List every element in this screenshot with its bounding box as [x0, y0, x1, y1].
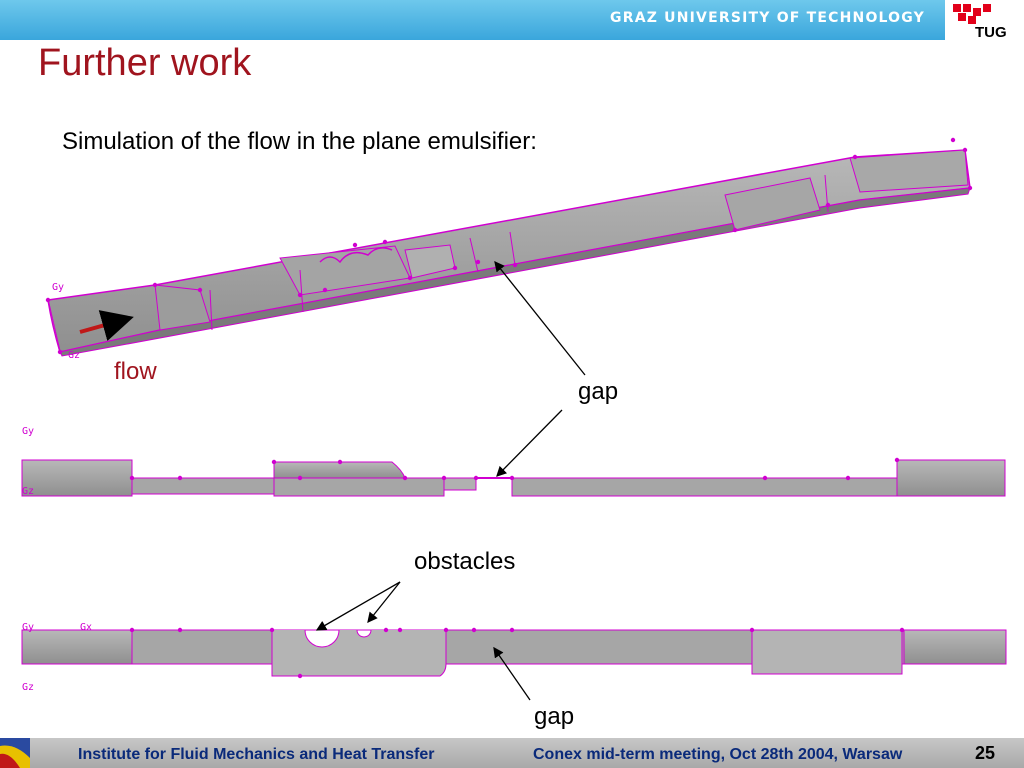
axis-label-gy-2: Gy — [22, 426, 34, 437]
tug-logo: TUG — [945, 0, 1024, 40]
page-number: 25 — [975, 743, 996, 763]
gap-arrow-top-icon — [494, 260, 586, 376]
footer-institute: Institute for Fluid Mechanics and Heat T… — [78, 746, 435, 763]
university-name: GRAZ UNIVERSITY OF TECHNOLOGY — [610, 10, 925, 26]
axis-label-gx-3: Gx — [80, 622, 92, 633]
gap-arrow-bottom-icon — [493, 646, 531, 701]
slide-subtitle: Simulation of the flow in the plane emul… — [62, 128, 537, 155]
emulsifier-figures: Gy Gz Gy Gz — [21, 137, 1007, 701]
annotation-arrows — [315, 260, 586, 701]
top-view: Gy Gx Gz — [21, 622, 1007, 693]
obstacles-label: obstacles — [414, 548, 516, 575]
footer-bar — [0, 738, 1024, 768]
axis-label-gz-2: Gz — [22, 486, 34, 497]
gap-label-bottom: gap — [534, 703, 575, 730]
axis-label-gz-3: Gz — [22, 682, 34, 693]
gap-label-top: gap — [578, 378, 619, 405]
axis-label-gz-1: Gz — [68, 350, 80, 361]
header-bar — [0, 0, 1024, 40]
footer-event: Conex mid-term meeting, Oct 28th 2004, W… — [533, 746, 903, 763]
axis-label-gy-1: Gy — [52, 282, 64, 293]
logo-text: TUG — [975, 24, 1007, 40]
corner-logo-icon — [0, 738, 30, 768]
perspective-view: Gy Gz — [45, 137, 973, 361]
obstacle-arrow-2-icon — [367, 581, 401, 624]
flow-arrow-icon — [79, 310, 134, 341]
axis-label-gy-3: Gy — [22, 622, 34, 633]
gap-arrow-mid-icon — [496, 409, 563, 477]
slide-title: Further work — [38, 42, 252, 84]
flow-label: flow — [114, 358, 157, 385]
side-view: Gy Gz — [21, 426, 1006, 497]
obstacle-arrow-1-icon — [315, 581, 401, 631]
